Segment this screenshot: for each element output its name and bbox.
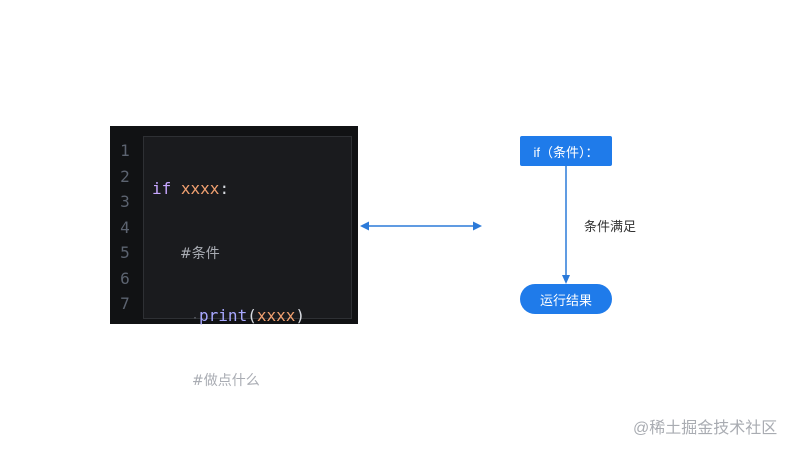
code-line-3: ·print(xxxx) (152, 303, 305, 329)
line-number: 5 (120, 243, 130, 262)
line-number: 3 (120, 192, 130, 211)
colon: : (219, 179, 230, 198)
line-number: 2 (120, 166, 130, 186)
line-number: 4 (120, 217, 130, 237)
edge-label-condition: 条件满足 (584, 219, 637, 234)
flow-node-if: if（条件）： (520, 136, 612, 166)
line-number: 1 (120, 141, 130, 160)
function-print: print (199, 306, 248, 325)
flow-node-result: 运行结果 (520, 284, 612, 314)
arrow-head-left (360, 221, 369, 231)
line-number: 6 (120, 268, 130, 288)
argument: xxxx (256, 306, 296, 325)
variable: xxxx (180, 179, 220, 198)
keyword-if: if (152, 179, 172, 198)
double-arrow-icon (360, 221, 482, 231)
comment-do-something: #做点什么 (192, 372, 260, 389)
code-editor-frame (143, 136, 352, 319)
watermark: @稀土掘金技术社区 (633, 420, 778, 437)
code-editor: 1 2 3 4 5 6 7 if xxxx: #条件 ·print(xxxx) … (110, 126, 358, 389)
whitespace-dot: · (192, 313, 199, 324)
line-number-gutter: 1 2 3 4 5 6 7 (110, 138, 140, 317)
line-number: 7 (120, 294, 130, 313)
arrow-head-right (473, 221, 482, 231)
comment-condition: #条件 (180, 245, 220, 262)
code-area: if xxxx: #条件 ·print(xxxx) #做点什么 (152, 138, 305, 430)
code-line-1: if xxxx: (152, 176, 305, 202)
open-paren: ( (247, 306, 257, 325)
close-paren: ) (295, 306, 306, 325)
code-line-2: #条件 (152, 240, 305, 266)
code-line-4: #做点什么 (152, 367, 305, 393)
arrow-down-icon (562, 275, 570, 284)
